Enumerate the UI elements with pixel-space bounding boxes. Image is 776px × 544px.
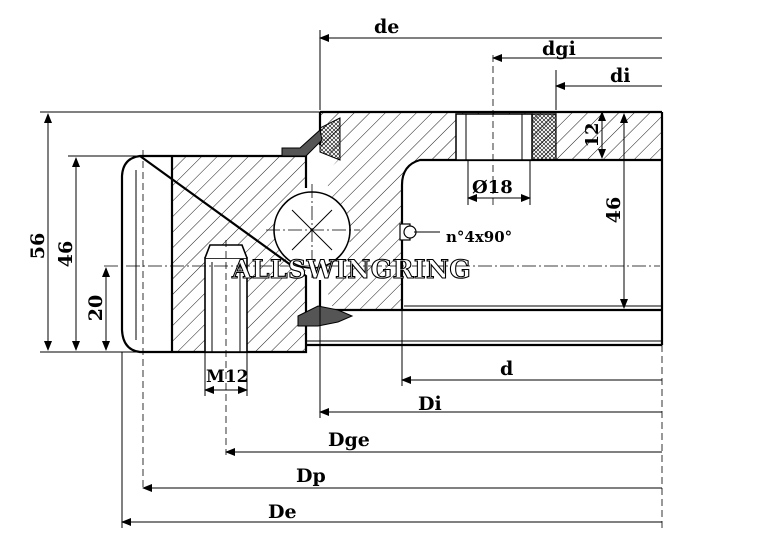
dim-de: de	[374, 16, 399, 38]
seal-bottom-icon	[297, 305, 354, 327]
dim-di: di	[610, 65, 631, 87]
bolt-dimension	[204, 352, 248, 396]
dim-Di: Di	[418, 393, 442, 415]
dim-Dp: Dp	[296, 465, 326, 487]
dim-hole-diameter: Ø18	[472, 177, 513, 198]
dim-height-20: 20	[85, 295, 107, 321]
left-dimensions	[40, 111, 320, 353]
inner-ring-section	[318, 110, 662, 312]
dim-bolt-m12: M12	[206, 367, 248, 387]
dim-Dge: Dge	[328, 429, 370, 451]
grease-fitting-icon	[399, 223, 440, 241]
top-dimensions	[319, 30, 662, 110]
dim-height-46-right: 46	[603, 197, 625, 223]
mounting-hole	[455, 113, 533, 161]
ball-icon	[266, 184, 360, 278]
outer-ring-section	[120, 154, 308, 354]
dim-d: d	[500, 358, 513, 380]
bottom-dimensions	[121, 300, 663, 528]
dim-dgi: dgi	[542, 38, 576, 60]
watermark-text: ALLSWINGRING	[231, 255, 471, 284]
dim-grease-fitting: n°4x90°	[446, 228, 512, 246]
center-lines	[104, 55, 660, 490]
dim-height-12: 12	[582, 122, 603, 147]
dim-height-56: 56	[27, 233, 49, 259]
dim-height-46-left: 46	[55, 241, 77, 267]
ring-lines	[306, 112, 664, 347]
seal-top-icon	[281, 129, 323, 157]
dim-De: De	[268, 501, 297, 523]
right-dimensions	[467, 111, 628, 309]
